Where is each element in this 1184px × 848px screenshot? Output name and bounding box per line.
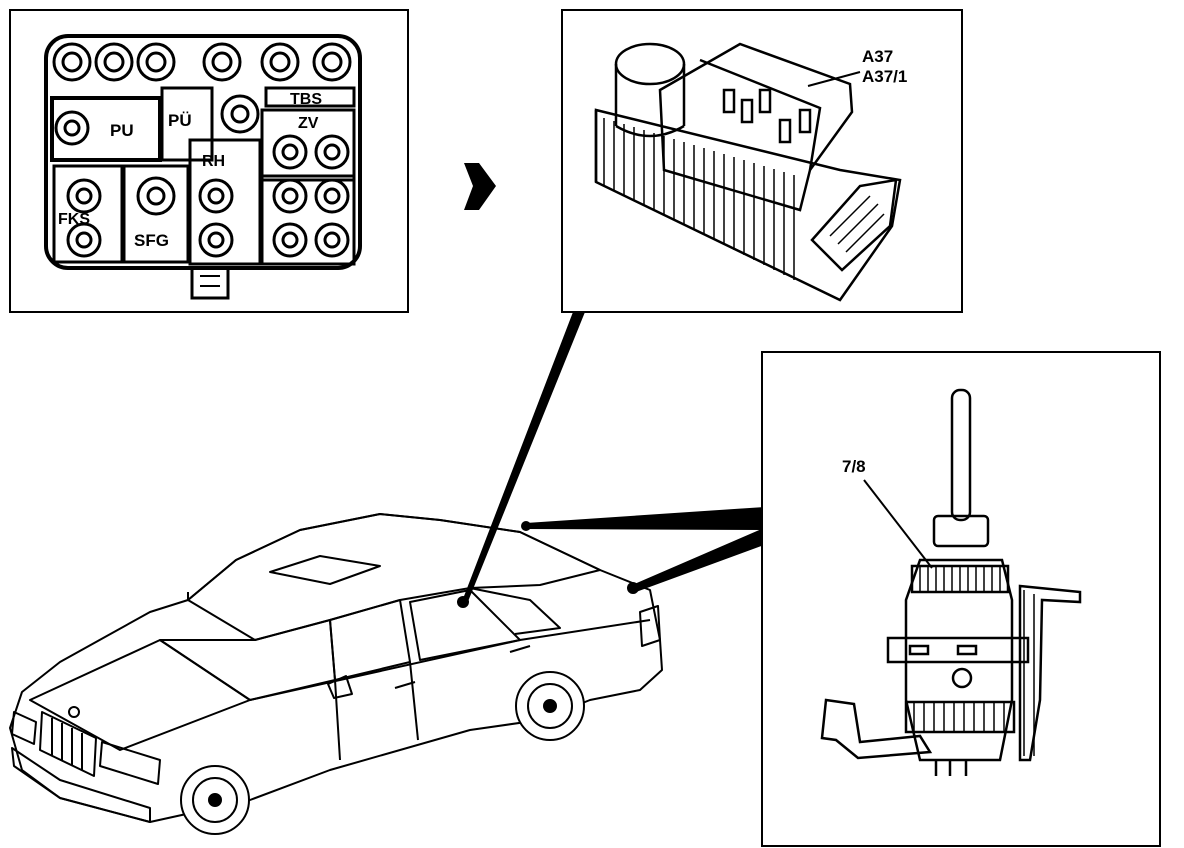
valve-block-housing	[44, 34, 362, 270]
leader-lines	[457, 312, 764, 608]
compartment-rh	[188, 138, 262, 266]
label-a37-leader	[807, 71, 861, 87]
car-headlight-left	[11, 711, 37, 745]
car-rear-window	[469, 587, 561, 635]
label-a37: A37	[862, 47, 893, 66]
car-door-handle	[394, 681, 416, 689]
car-roof	[187, 513, 601, 641]
compartment-zv	[260, 108, 356, 182]
car-door-line	[409, 661, 419, 741]
car-illustration	[9, 513, 663, 835]
panel-valve-block: PU PÜ TBS ZV RH FKS SFG	[9, 9, 409, 313]
switch-band	[886, 636, 1030, 664]
label-tbs: TBS	[290, 91, 322, 108]
car-sunroof	[269, 555, 381, 585]
compartment-sfg	[122, 164, 190, 264]
car-wheel-rear	[515, 671, 585, 741]
switch-body	[904, 558, 1014, 762]
label-pu-uml: PÜ	[168, 111, 192, 130]
car-body-outline	[9, 513, 663, 823]
valve-block-connector	[190, 266, 230, 300]
label-7-8-leader	[863, 479, 933, 569]
leader-dot-door	[457, 596, 469, 608]
leader-line-switch-upper	[526, 507, 764, 530]
switch-ring-bottom	[904, 700, 1016, 734]
compartment-pu-uml	[160, 86, 214, 162]
label-pu: PU	[110, 121, 134, 140]
switch-shaft	[950, 388, 972, 522]
label-zv: ZV	[298, 115, 319, 132]
car-door-line-2	[334, 679, 341, 761]
car-door-handle-2	[509, 645, 531, 653]
car-taillight	[639, 605, 661, 647]
switch-screw	[951, 667, 973, 689]
label-a37-1: A37/1	[862, 67, 907, 86]
compartment-right	[260, 174, 356, 266]
valve-top-row	[52, 42, 352, 82]
panel-control-unit: A37 A37/1	[561, 9, 963, 313]
arrow-right-icon	[464, 163, 496, 210]
switch-bracket	[1018, 584, 1082, 762]
switch-collar	[932, 514, 990, 548]
control-unit-fins	[603, 118, 795, 280]
label-sfg: SFG	[134, 231, 169, 250]
panel-switch: 7/8	[761, 351, 1161, 847]
control-unit-cover	[658, 42, 854, 212]
car-headlight-right	[99, 741, 161, 785]
car-beltline	[249, 619, 651, 701]
label-fks: FKS	[58, 211, 90, 228]
leader-line-switch-lower	[632, 528, 764, 592]
compartment-pu	[50, 96, 162, 162]
leader-dot-roof	[521, 521, 531, 531]
car-mirror	[327, 675, 353, 699]
compartment-tbs	[264, 86, 356, 108]
control-unit-connector	[810, 178, 898, 272]
leader-line-control-unit	[461, 312, 585, 604]
car-emblem	[68, 706, 80, 718]
car-bumper	[11, 747, 151, 823]
car-grille-bars	[51, 718, 83, 770]
car-grille	[39, 711, 97, 777]
switch-mounting-plate	[820, 698, 933, 760]
car-wheel-front	[180, 765, 250, 835]
label-rh: RH	[202, 153, 225, 170]
compartment-fks	[52, 164, 124, 264]
car-windshield	[159, 619, 336, 701]
label-7-8: 7/8	[842, 457, 866, 476]
